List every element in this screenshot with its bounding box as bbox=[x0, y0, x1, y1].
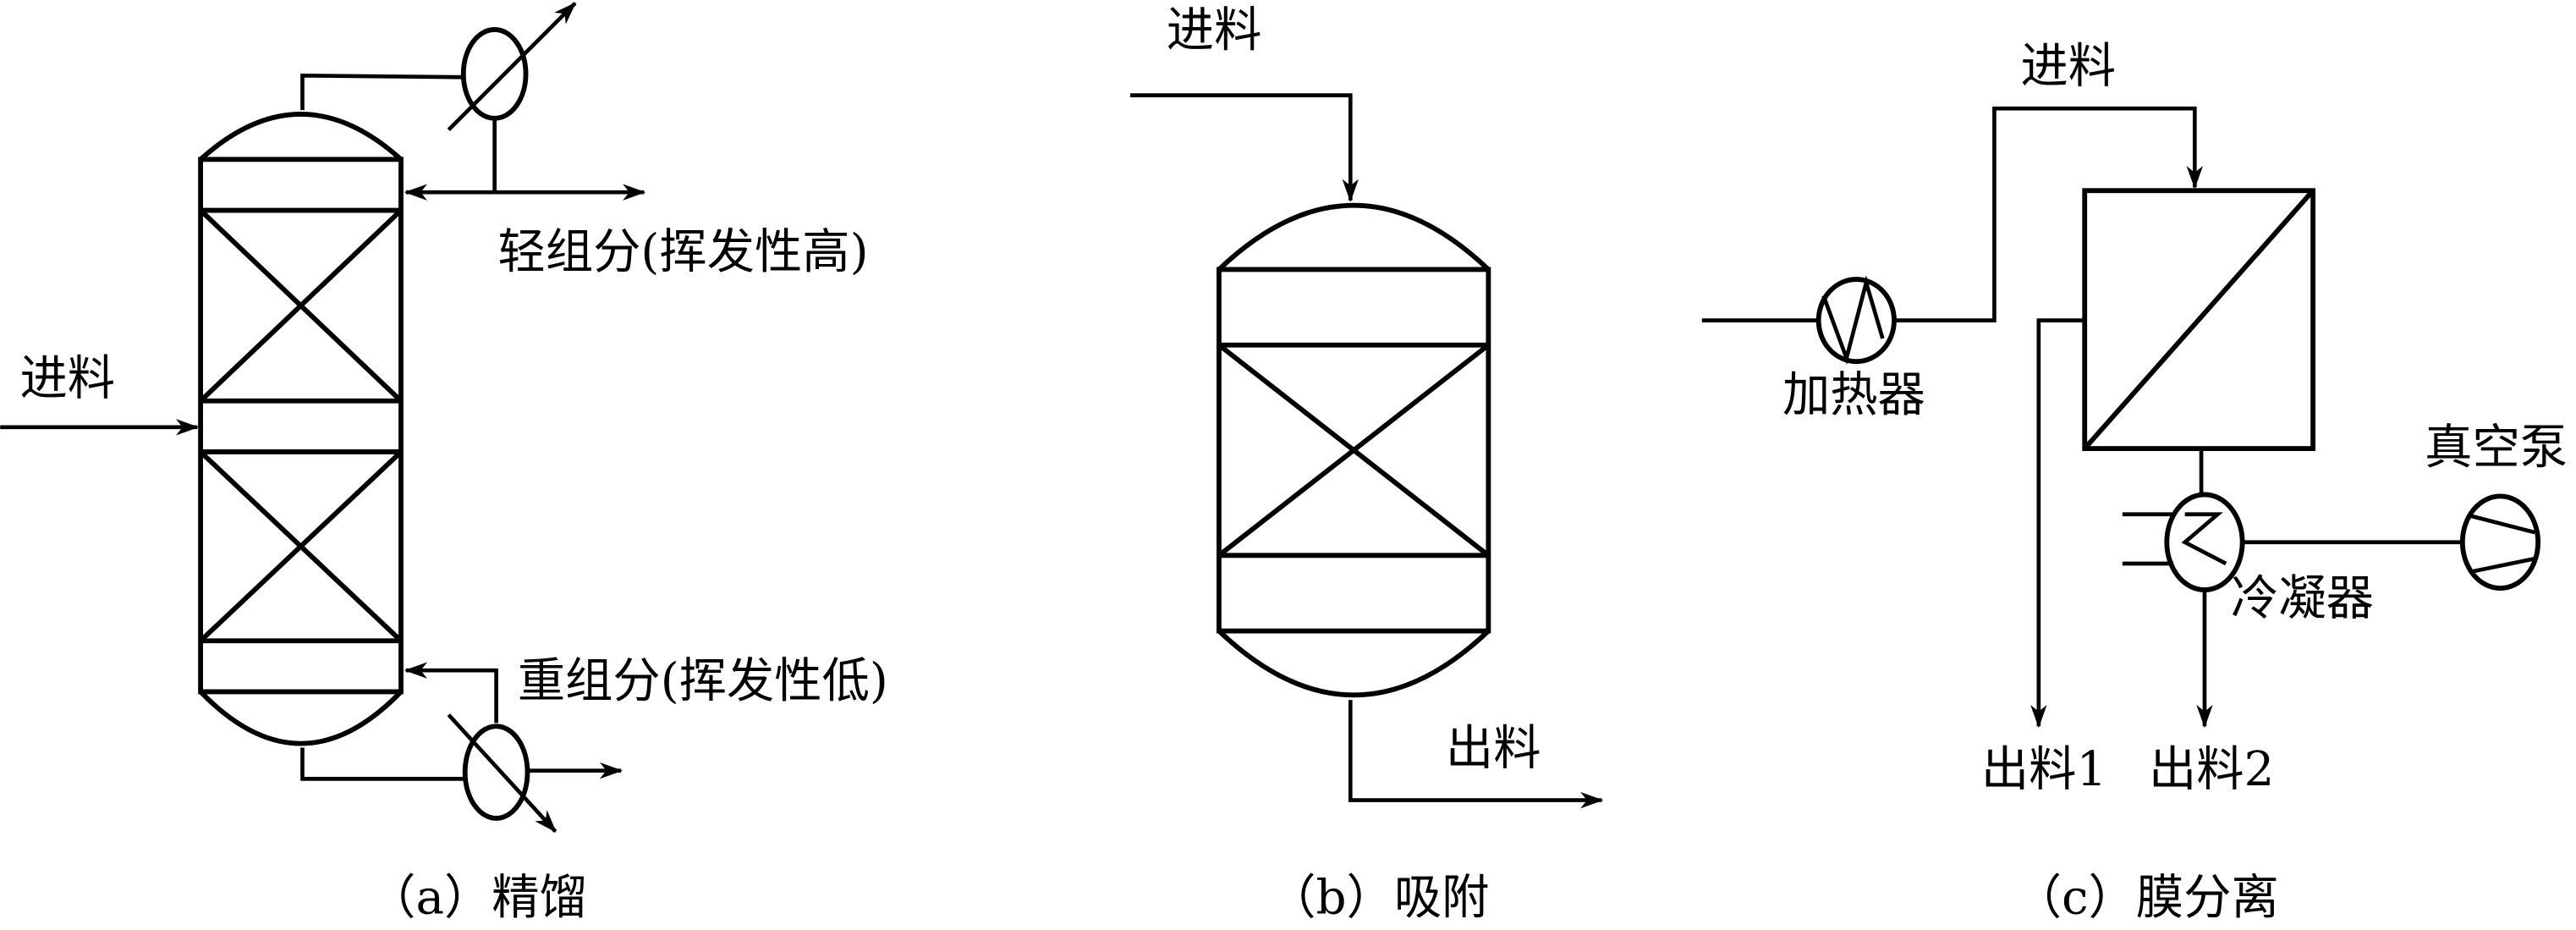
outlet1-label: 出料1 bbox=[1981, 742, 2106, 797]
caption-a: （a）精馏 bbox=[368, 871, 587, 926]
heavy-component-label: 重组分(挥发性低) bbox=[518, 653, 888, 708]
membrane-module bbox=[2082, 188, 2316, 451]
vacuum-pump-icon bbox=[2459, 493, 2541, 592]
feed-label-b: 进料 bbox=[1167, 3, 1262, 58]
feed-label-a: 进料 bbox=[20, 351, 116, 406]
condenser-label: 冷凝器 bbox=[2231, 571, 2374, 626]
adsorption-panel: 进料 出料 （b）吸附 bbox=[1130, 3, 1604, 926]
caption-c: （c）膜分离 bbox=[2014, 871, 2279, 926]
distillation-panel: 轻组分(挥发性高) 进料 重组分(挥发性低) （a）精馏 bbox=[0, 2, 888, 926]
outlet2-label: 出料2 bbox=[2149, 742, 2274, 797]
heater-label: 加热器 bbox=[1782, 367, 1925, 422]
light-component-label: 轻组分(挥发性高) bbox=[498, 224, 869, 279]
caption-b: （b）吸附 bbox=[1268, 871, 1489, 926]
adsorption-vessel bbox=[1217, 202, 1491, 698]
membrane-panel: 进料 加热器 冷凝器 真空泵 出料1 出料2 （c）膜分离 bbox=[1701, 39, 2568, 926]
condenser-icon bbox=[2122, 492, 2245, 592]
vacuum-pump-label: 真空泵 bbox=[2425, 421, 2568, 476]
feed-label-c: 进料 bbox=[2020, 39, 2116, 94]
heater-icon bbox=[1815, 275, 1897, 366]
distillation-column bbox=[198, 112, 404, 746]
outlet-label-b: 出料 bbox=[1446, 721, 1541, 776]
